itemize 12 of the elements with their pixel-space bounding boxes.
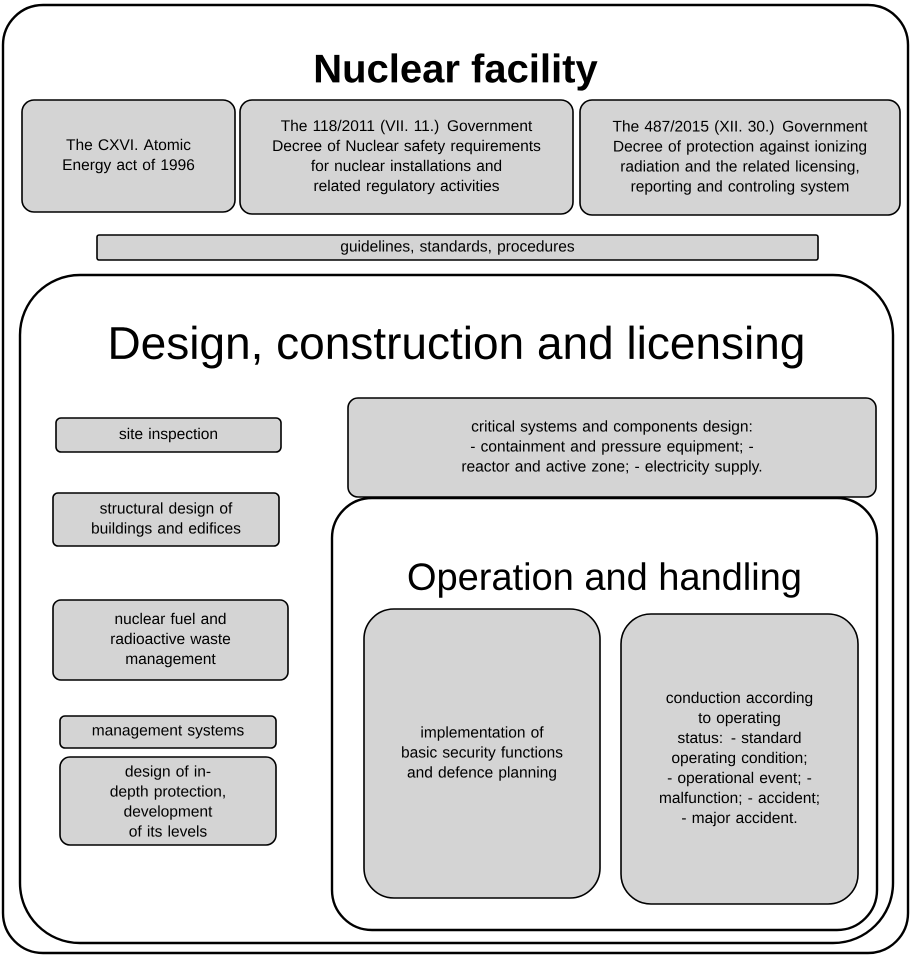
text-box: The 487/2015 (XII. 30.) Government Decree of protection against ionizing radiation and the related licensing, reporting and controling system (579, 99, 901, 216)
text-box: structural design of buildings and edifices (52, 492, 280, 547)
text-box: management systems (59, 715, 277, 749)
text-box: design of in-depth protection, development of its levels (59, 756, 277, 846)
text-box: guidelines, standards, procedures (96, 234, 819, 261)
text-box: conduction according to operating status: - standard operating condition; - operational event; - malfunction; - accident; - major accident. (620, 613, 859, 905)
text-box: The 118/2011 (VII. 11.) Government Decree of Nuclear safety requirements for nuclear installations and related regulatory activities (239, 99, 574, 215)
text-box: implementation of basic security functions and defence planning (363, 608, 601, 899)
text-box: site inspection (55, 417, 282, 453)
text-box: The CXVI. Atomic Energy act of 1996 (21, 99, 236, 213)
text-box: nuclear fuel and radioactive waste management (52, 599, 289, 681)
text-box: critical systems and components design: - containment and pressure equipment; - reactor and active zone; - electricity supply. (347, 397, 877, 498)
